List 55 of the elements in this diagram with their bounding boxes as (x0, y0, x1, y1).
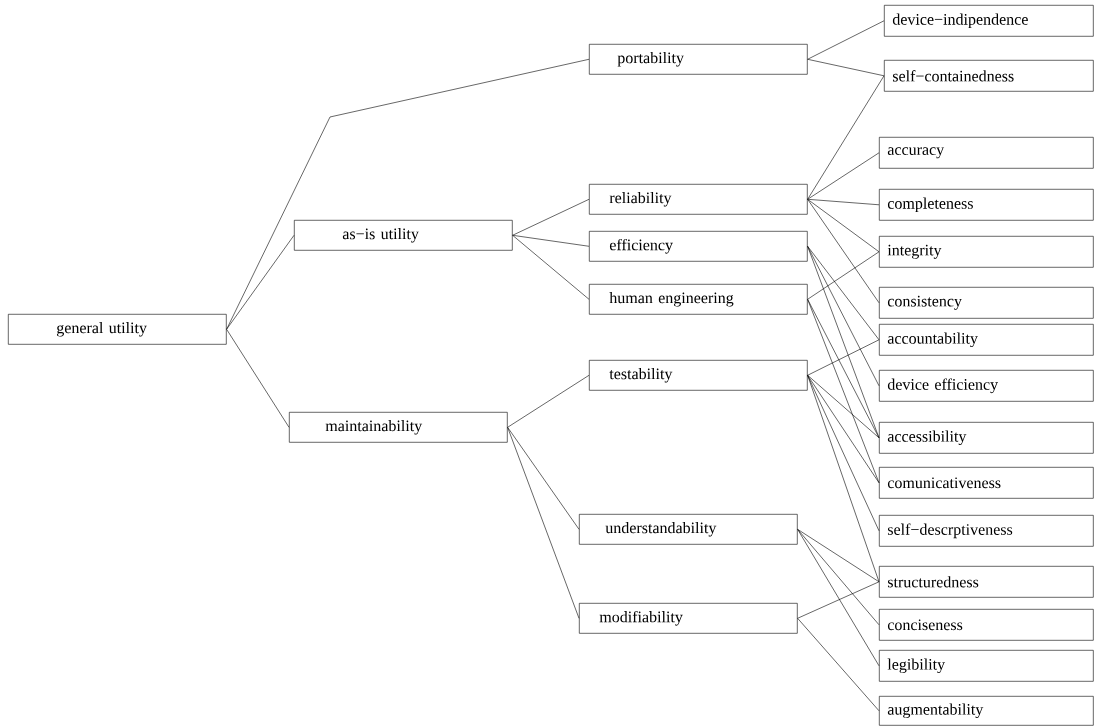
connector-line (512, 199, 590, 236)
quality-box: augmentability (879, 696, 1094, 726)
quality-box: accessibility (879, 422, 1094, 454)
quality-box: reliability (589, 184, 808, 215)
quality-box: general utility (8, 314, 227, 345)
connector-line (797, 618, 880, 712)
quality-box: integrity (879, 236, 1094, 268)
connector-line (807, 152, 880, 200)
quality-box: testability (589, 360, 808, 391)
connector-line (807, 246, 880, 387)
connector-line (807, 375, 880, 583)
connector-line (807, 375, 880, 532)
connector-line (226, 329, 290, 428)
connector-line (807, 299, 880, 484)
connector-line (807, 199, 880, 253)
connector-line (797, 529, 880, 583)
connector-line (507, 375, 590, 428)
quality-box: conciseness (879, 609, 1094, 641)
connector-line (797, 529, 880, 667)
connector-line (512, 235, 590, 247)
quality-box: device efficiency (879, 370, 1094, 402)
quality-box: modifiability (579, 603, 798, 634)
connector-line (507, 427, 580, 619)
connector-line (807, 375, 880, 484)
connector-line (807, 20, 885, 60)
quality-box: accuracy (879, 137, 1094, 169)
quality-box: portability (589, 44, 808, 75)
quality-box: understandability (579, 514, 798, 545)
quality-box: consistency (879, 287, 1094, 319)
quality-box: legibility (879, 650, 1094, 682)
connector-line (807, 246, 880, 341)
quality-box: as−is utility (294, 220, 513, 251)
quality-box: accountability (879, 324, 1094, 356)
connector-line (797, 529, 880, 626)
connector-line (512, 235, 590, 300)
connector-line (807, 75, 885, 200)
connector-line (807, 375, 880, 439)
connector-line (507, 427, 580, 530)
connector-line (807, 251, 880, 300)
quality-box: comunicativeness (879, 467, 1094, 499)
connector-line (226, 59, 590, 330)
quality-box: efficiency (589, 231, 808, 262)
connector-line (807, 339, 880, 376)
connector-line (226, 235, 295, 330)
connector-line (807, 59, 885, 77)
connector-line (797, 581, 880, 619)
quality-box: completeness (879, 189, 1094, 221)
connector-line (807, 199, 880, 304)
quality-box: self−descrptiveness (879, 515, 1094, 547)
quality-box: human engineering (589, 284, 808, 315)
quality-box: self−containedness (884, 60, 1094, 92)
quality-box: structuredness (879, 566, 1094, 598)
quality-box: maintainability (289, 412, 508, 443)
connector-line (807, 199, 880, 206)
quality-box: device−indipendence (884, 5, 1094, 37)
